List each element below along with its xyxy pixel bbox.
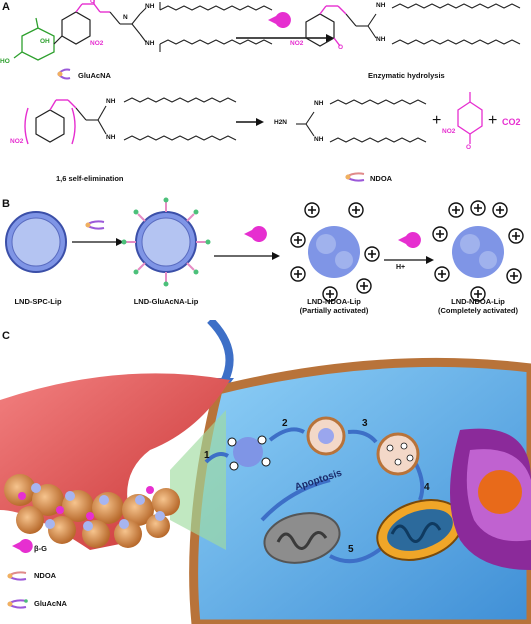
- molecule-label-glucacna: GluAcNA: [78, 71, 111, 80]
- legend-beta-g-label: β-G: [34, 544, 47, 553]
- plus-glyphs: [294, 204, 520, 298]
- stage-label-complete-1: LND-NDOA-Lip: [451, 297, 505, 306]
- legend-beta-g-icon: [12, 539, 33, 553]
- co2-label: CO2: [502, 117, 521, 127]
- step-label-2: 2: [282, 418, 288, 429]
- panel-c-scene: [0, 320, 531, 624]
- panel-b-letter: B: [2, 198, 10, 210]
- step1-label: Enzymatic hydrolysis: [368, 71, 445, 80]
- green-beam: [170, 410, 226, 550]
- no2-label-4: NO2: [442, 128, 456, 135]
- quinone-methide: [457, 92, 483, 144]
- beta-g-in-tumor: [18, 486, 154, 520]
- product-label-ndoa: NDOA: [370, 174, 393, 183]
- step1-charges: [227, 435, 271, 471]
- hplus-label: H+: [396, 264, 406, 271]
- quinone-bracket: [24, 99, 77, 145]
- beta-g-icon-a: [268, 12, 291, 28]
- glucacna-icon-b: [85, 220, 105, 230]
- o-label-2: O: [338, 44, 344, 51]
- atom-oh-1: OH: [40, 38, 50, 45]
- h2n-label: H2N: [274, 119, 288, 126]
- legend-ndoa-icon: [7, 571, 27, 581]
- nh-label-2a: NH: [376, 2, 386, 9]
- legend-glucacna-icon: [7, 599, 28, 609]
- stage-label-partial-2: (Partially activated): [299, 306, 369, 315]
- stage-label-spc: LND-SPC-Lip: [14, 297, 62, 306]
- aryl-ring-1: [53, 11, 91, 45]
- mitochondrion-grey: [263, 512, 341, 564]
- nh-label-4a: NH: [314, 100, 324, 107]
- step1-particle: [233, 437, 263, 467]
- amine-arms-2: [345, 3, 521, 45]
- arrow-b2: [214, 252, 280, 260]
- stage-label-partial-1: LND-NDOA-Lip: [307, 297, 361, 306]
- arrow-step-1: [236, 34, 334, 42]
- panel-a-letter: A: [2, 1, 10, 13]
- glucacna-icon-a: [57, 68, 71, 80]
- nh-label-2b: NH: [376, 36, 386, 43]
- atom-ho-1: HO: [0, 58, 10, 65]
- legend-ndoa-label: NDOA: [34, 571, 57, 580]
- step-label-1: 1: [204, 450, 210, 461]
- beta-g-icon-b2: [398, 232, 421, 248]
- lysosome-charges: [386, 442, 414, 466]
- amine-arms-1: [109, 2, 273, 52]
- stage-label-complete-2: (Completely activated): [437, 306, 519, 315]
- carbamate-2: [319, 5, 347, 47]
- liposome-glucacna: [121, 197, 211, 287]
- panel-a-structures: [13, 0, 521, 145]
- carbamate-1: [75, 0, 110, 13]
- endosome-cargo: [318, 428, 334, 444]
- nh-label-3b: NH: [106, 134, 116, 141]
- aryl-ring-2: [305, 13, 335, 47]
- nh-label-4b: NH: [314, 136, 324, 143]
- step2-label: 1,6 self-elimination: [56, 174, 124, 183]
- arrow-b1: [72, 238, 124, 246]
- nanoparticles-in-tumor: [31, 483, 165, 531]
- delivery-arrow: [207, 320, 234, 384]
- ndoa-structure: [296, 99, 427, 143]
- no2-label-3: NO2: [10, 138, 24, 145]
- step-arrows: [204, 427, 425, 564]
- no2-label-2: NO2: [290, 40, 304, 47]
- aryl-ring-3: [35, 109, 65, 143]
- glucose-ring: [13, 17, 55, 61]
- panel-b-graphics: [5, 197, 524, 302]
- no2-label-1: NO2: [90, 40, 104, 47]
- nucleus: [450, 428, 531, 570]
- arrow-step-2: [236, 118, 264, 126]
- amine-arms-3: [75, 97, 237, 141]
- lysosome: [376, 432, 420, 476]
- o-label-1: O: [90, 0, 96, 5]
- liposome-spc: [5, 211, 67, 273]
- nh-label-1a: NH: [145, 3, 155, 10]
- stage-label-glucacna: LND-GluAcNA-Lip: [133, 297, 199, 306]
- nh-label-1b: NH: [145, 40, 155, 47]
- plus-2: +: [488, 112, 498, 129]
- panel-c-letter: C: [2, 330, 10, 342]
- nanoparticle-partial: [308, 226, 360, 278]
- step-label-5: 5: [348, 544, 354, 555]
- arrow-b3: [384, 256, 434, 264]
- nh-label-3a: NH: [106, 98, 116, 105]
- beta-g-icon-b: [244, 226, 267, 242]
- ndoa-icon-a: [345, 172, 365, 182]
- step-label-3: 3: [362, 418, 368, 429]
- o-label-4: O: [466, 144, 472, 151]
- legend-glucacna-label: GluAcNA: [34, 599, 67, 608]
- plus-1: +: [432, 112, 442, 129]
- step-label-4: 4: [424, 482, 430, 493]
- nanoparticle-complete: [452, 226, 504, 278]
- n-label-1: N: [123, 14, 128, 21]
